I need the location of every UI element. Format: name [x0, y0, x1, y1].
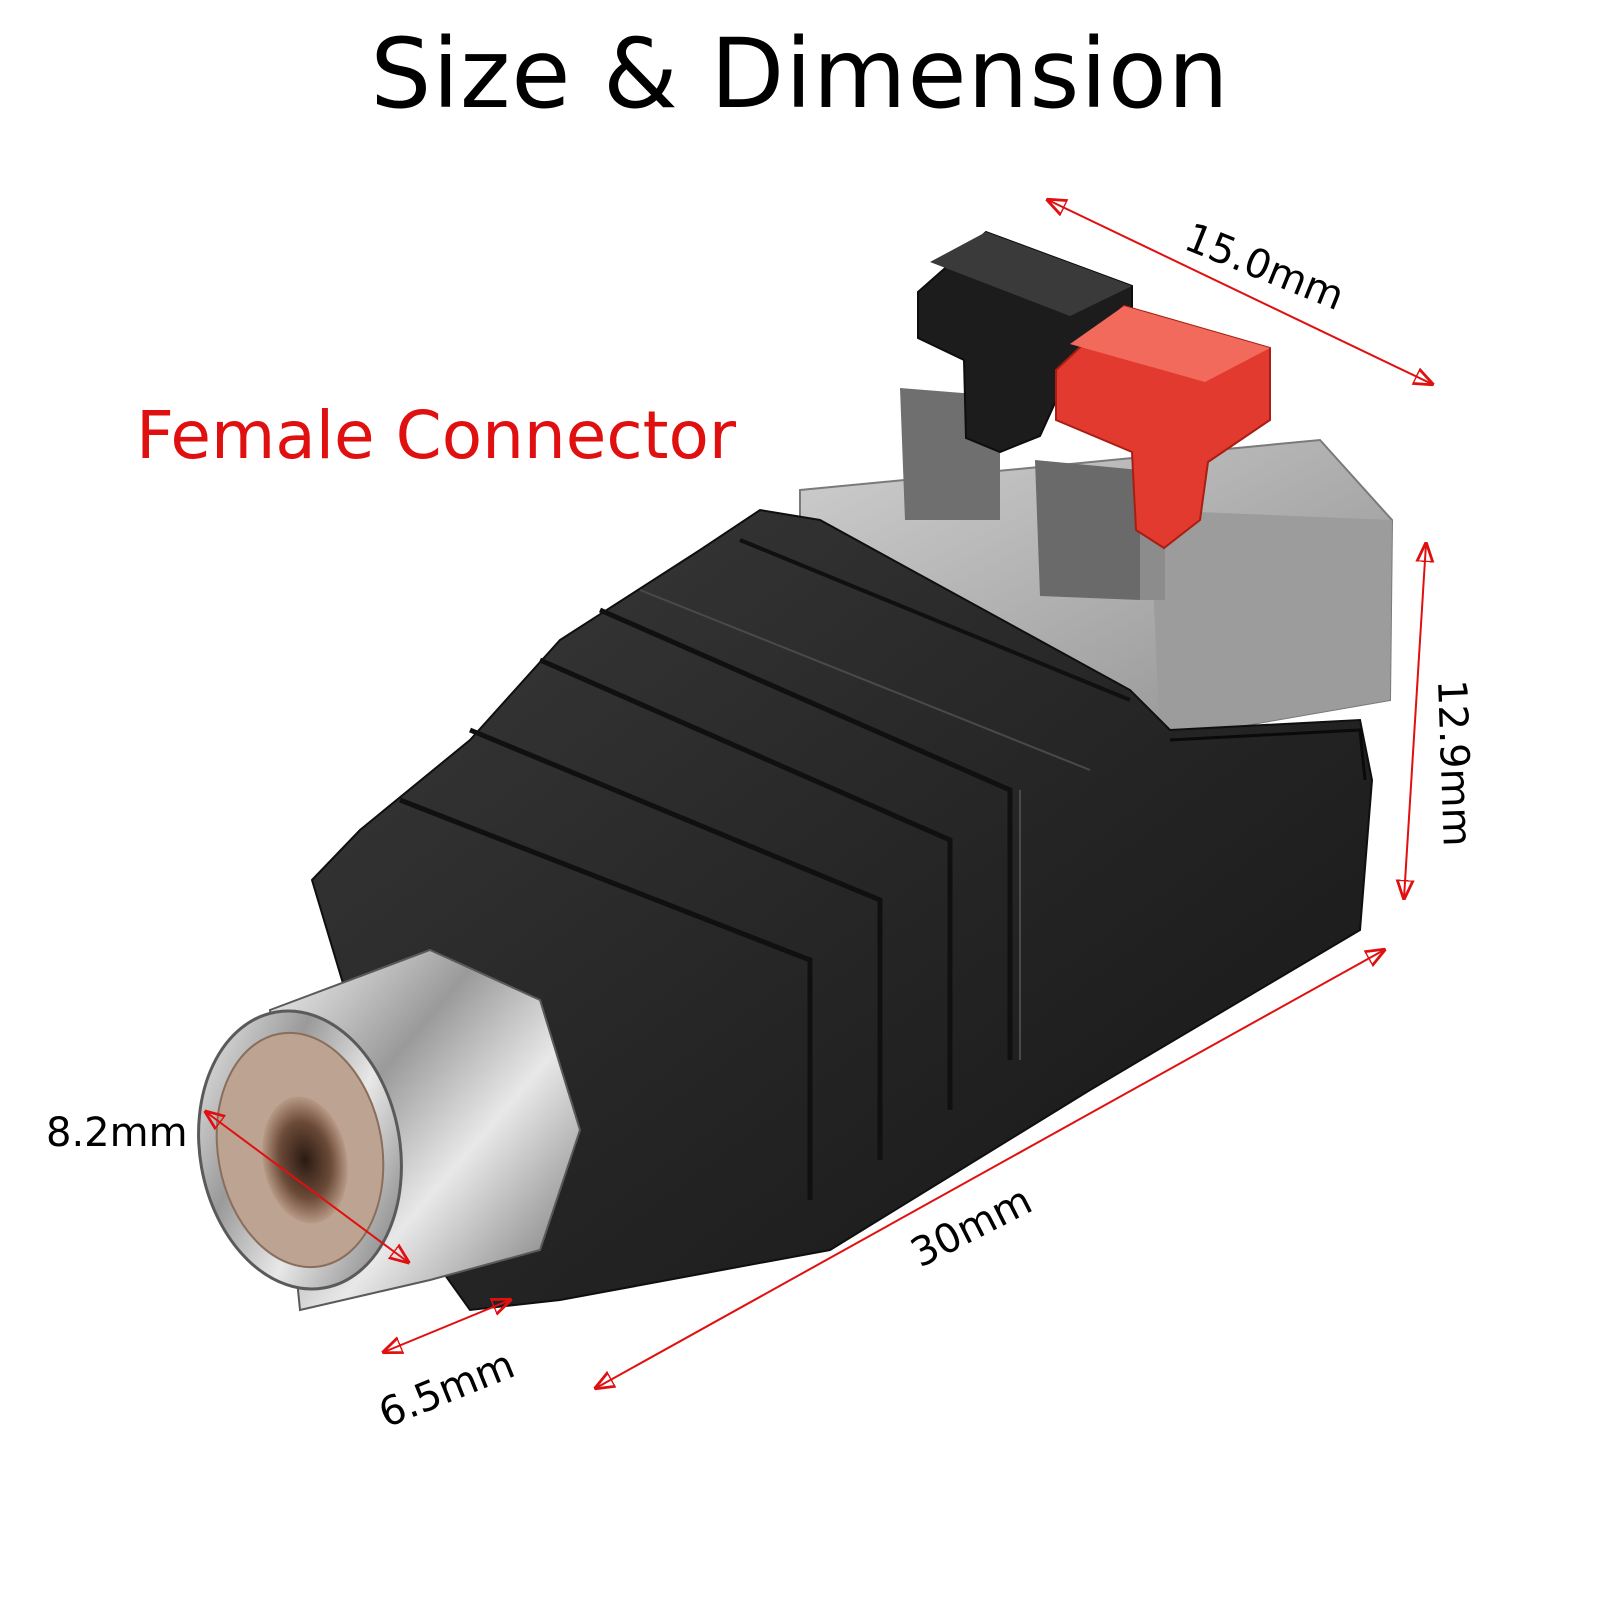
dimension-labels: 15.0mm 12.9mm 30mm 8.2mm 6.5mm: [46, 215, 1480, 1438]
jack-diameter-dimension-label: 8.2mm: [46, 1110, 188, 1156]
page-title: Size & Dimension: [370, 18, 1230, 130]
length-dimension-arrow: [596, 950, 1384, 1388]
jack-length-dimension-arrow: [384, 1300, 510, 1352]
connector-product: [197, 230, 1394, 1312]
height-dimension-label: 12.9mm: [1428, 679, 1480, 848]
height-dimension-arrow: [1404, 544, 1426, 898]
terminal-block: [799, 388, 1394, 742]
black-plastic-body: [310, 508, 1374, 1312]
jack-length-dimension-label: 6.5mm: [373, 1342, 521, 1438]
jack-diameter-dimension-arrow: [206, 1112, 408, 1262]
product-type-label: Female Connector: [136, 397, 737, 474]
width-dimension-arrow: [1048, 200, 1432, 384]
rca-metal-jack: [197, 948, 582, 1312]
dimension-lines: [206, 200, 1432, 1388]
